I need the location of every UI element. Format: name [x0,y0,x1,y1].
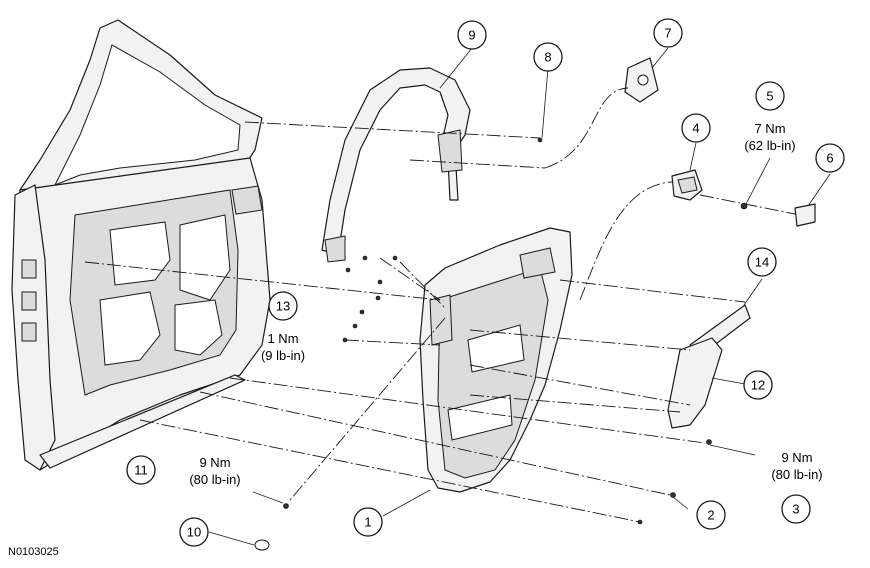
callout-circle [126,455,156,485]
torque-spec-5: 7 Nm (62 lb-in) [744,121,795,153]
part-6-cap [794,203,816,227]
callout-circle [747,247,777,277]
callout-2: 2 [696,500,726,530]
callout-number: 5 [766,89,773,104]
callout-number: 9 [468,28,475,43]
callout-circle [268,291,298,321]
torque-3-line1: 9 Nm [781,450,812,465]
door-frame [11,19,271,471]
callout-4: 4 [681,113,711,143]
figure-id: N0103025 [8,546,59,558]
torque-13-line2: (9 lb-in) [261,348,305,363]
torque-11-line1: 9 Nm [199,455,230,470]
callout-circle [696,500,726,530]
torque-spec-3: 9 Nm (80 lb-in) [771,450,822,482]
part-9-window-trim [321,67,471,263]
callout-circle [781,494,811,524]
callout-10: 10 [179,517,209,547]
part-7-clip [624,57,659,103]
callout-circle [179,517,209,547]
callout-number: 14 [755,255,769,270]
part-1-trim-panel [419,227,573,493]
callout-number: 7 [664,26,671,41]
callout-6: 6 [815,143,845,173]
callout-9: 9 [457,20,487,50]
callout-circle [681,113,711,143]
callout-circle [653,18,683,48]
callout-8: 8 [533,42,563,72]
torque-5-line2: (62 lb-in) [744,138,795,153]
torque-11-line2: (80 lb-in) [189,472,240,487]
callout-number: 8 [544,50,551,65]
callout-number: 1 [364,515,371,530]
callout-13: 13 [268,291,298,321]
callout-3: 3 [781,494,811,524]
part-4-inner-handle [671,169,703,201]
torque-spec-11: 9 Nm (80 lb-in) [189,455,240,487]
callout-circle [743,370,773,400]
callout-number: 3 [792,502,799,517]
callout-12: 12 [743,370,773,400]
callout-number: 4 [692,121,699,136]
callout-circle [533,42,563,72]
torque-3-line2: (80 lb-in) [771,467,822,482]
callout-11: 11 [126,455,156,485]
torque-13-line1: 1 Nm [267,331,298,346]
callout-circle [457,20,487,50]
callout-circle [353,507,383,537]
callout-number: 10 [187,525,201,540]
torque-5-line1: 7 Nm [754,121,785,136]
callout-number: 11 [134,463,148,478]
callout-leaders [208,47,831,546]
callout-14: 14 [747,247,777,277]
callout-number: 6 [826,151,833,166]
callout-1: 1 [353,507,383,537]
part-12-armrest-cover [667,337,723,429]
callout-7: 7 [653,18,683,48]
callout-circle [815,143,845,173]
callout-number: 13 [276,299,290,314]
torque-spec-13: 1 Nm (9 lb-in) [261,331,305,363]
callout-5: 5 [755,81,785,111]
callout-number: 2 [707,508,714,523]
callout-number: 12 [751,378,765,393]
callout-circle [755,81,785,111]
alignment-lines [84,87,796,523]
